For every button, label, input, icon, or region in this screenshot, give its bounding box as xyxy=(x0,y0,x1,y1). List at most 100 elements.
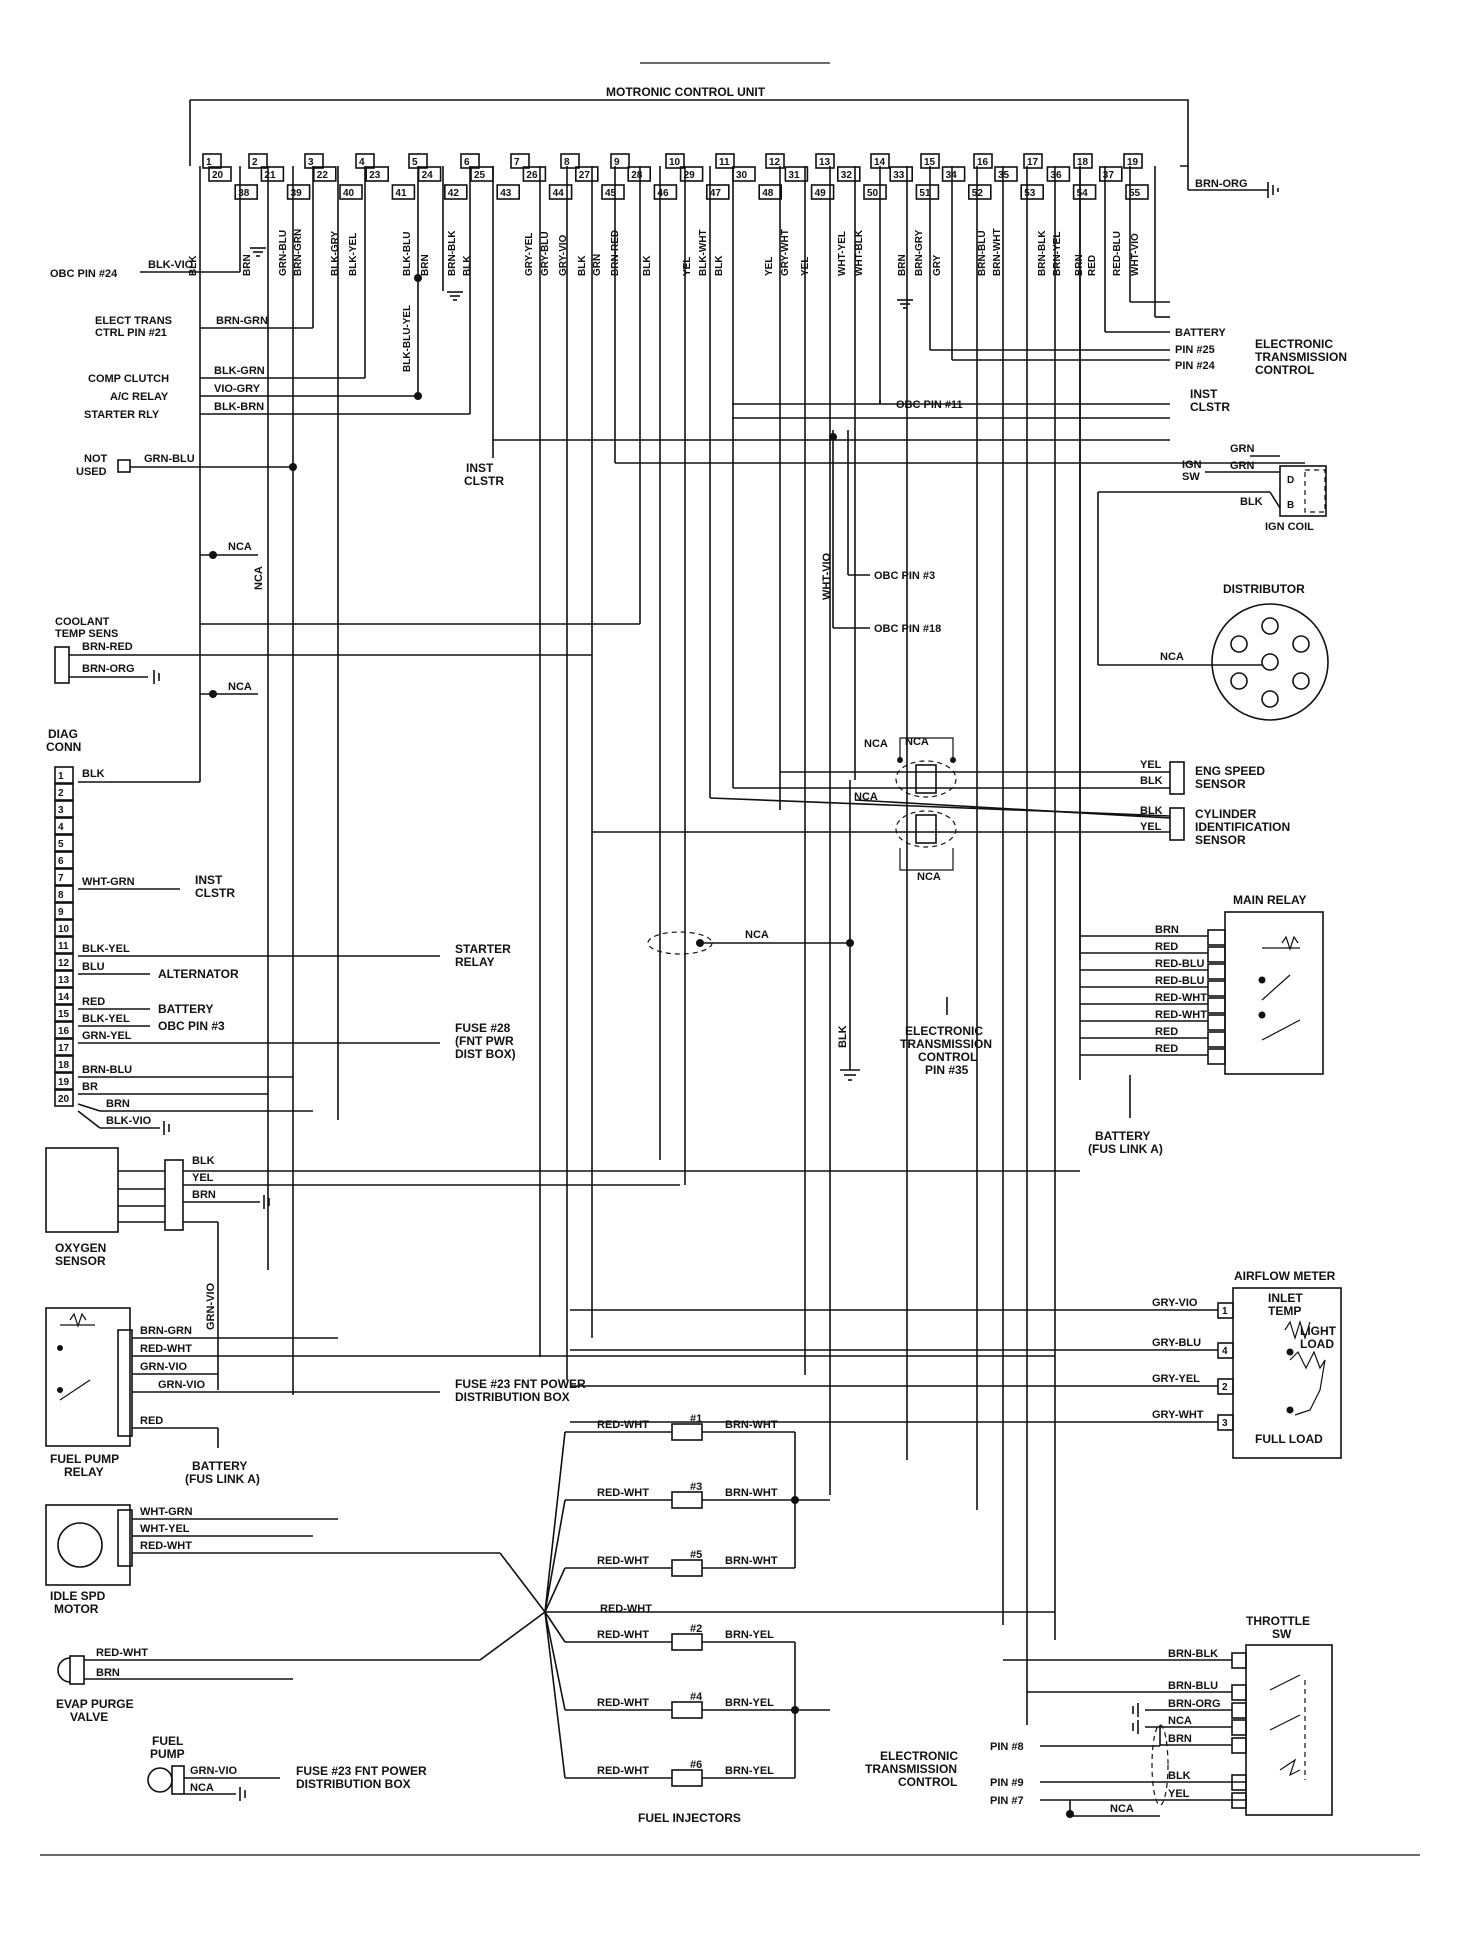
diag-pin: 3 xyxy=(54,800,74,818)
ecu-pin-number: 45 xyxy=(605,188,617,199)
ground-icon xyxy=(447,291,463,301)
ecu-pin-number: 22 xyxy=(317,170,329,181)
ecu-pin: 9 xyxy=(610,153,630,169)
ecu-pin-number: 15 xyxy=(924,157,936,168)
ecu-pin: 10 xyxy=(665,153,685,169)
ecu-pin-number: 50 xyxy=(867,188,879,199)
main-relay-wire-label: RED xyxy=(1155,1026,1178,1038)
ecu-pin-number: 47 xyxy=(710,188,722,199)
ecu-wire-color-label: GRY-BLU xyxy=(540,231,551,276)
fuel-pump-title-2: PUMP xyxy=(150,1747,185,1761)
airflow-meter: AIRFLOW METER INLET TEMP LIGHT LOAD FULL… xyxy=(570,1269,1342,1459)
ecu-pin: 46 xyxy=(653,184,678,200)
nca-label-2: NCA xyxy=(228,681,252,693)
ecu-pin: 3 xyxy=(304,153,324,169)
nca-distributor: NCA xyxy=(1160,651,1184,663)
ecu-pin-number: 4 xyxy=(359,157,365,168)
ecu-pin: 55 xyxy=(1125,184,1149,200)
ecu-wire-color-label: RED xyxy=(1087,255,1098,276)
ecu-pin-number: 12 xyxy=(769,157,781,168)
diag-pin-number: 11 xyxy=(58,941,69,952)
center-nca-label: NCA xyxy=(745,929,769,941)
ecu-pin-number: 39 xyxy=(291,188,303,199)
ecu-pin: 43 xyxy=(496,184,521,200)
ecu-pin: 11 xyxy=(715,153,735,169)
throttle-wire: BRN-BLU xyxy=(1027,1680,1247,1701)
ecu-wire-color-label: BLK-GRY xyxy=(330,230,341,276)
etc-battery-label: BATTERY xyxy=(1175,327,1226,339)
ecu-pin-number: 42 xyxy=(448,188,460,199)
ecu-pin: 14 xyxy=(870,153,890,169)
diag-pin-number: 6 xyxy=(58,856,64,867)
cyl-blk: BLK xyxy=(1140,805,1163,817)
diag-pin: 4 xyxy=(54,817,74,835)
diag-pin: 5 xyxy=(54,834,74,852)
injector-right-wire: BRN-WHT xyxy=(725,1419,778,1431)
inst-clstr-center-1: INST xyxy=(466,461,494,475)
airflow-pin-number: 4 xyxy=(1222,1346,1228,1357)
ecu-wire-color-label: BLK-WHT xyxy=(698,229,709,276)
ecu-pin-number: 38 xyxy=(238,188,250,199)
ecu-wire-color-label: YEL xyxy=(682,257,693,276)
injector-left-wire: RED-WHT xyxy=(597,1629,649,1641)
ecu-pin-number: 19 xyxy=(1127,157,1139,168)
diag-pin-number: 5 xyxy=(58,839,64,850)
ecu-pin: 25 xyxy=(470,166,494,182)
diag-dest12: ALTERNATOR xyxy=(158,967,239,981)
ecu-pin-number: 33 xyxy=(893,170,905,181)
evap-purge-valve: RED-WHT BRN EVAP PURGE VALVE xyxy=(56,1611,546,1724)
ecu-wire-color-label: BRN-GRY xyxy=(914,229,925,276)
etc35-label-4: PIN #35 xyxy=(925,1063,969,1077)
diag-w20b: BLK-VIO xyxy=(106,1115,152,1127)
evap-w1: RED-WHT xyxy=(96,1647,148,1659)
ecu-pin: 17 xyxy=(1023,153,1043,169)
diag-pin-number: 20 xyxy=(58,1094,70,1105)
oxygen-w1: BLK xyxy=(192,1155,215,1167)
diag-w18: BRN-BLU xyxy=(82,1064,132,1076)
pin19-ground: BRN-ORG xyxy=(1187,166,1279,198)
ecu-wire-color-label: BRN-YEL xyxy=(1052,232,1063,276)
ecu-pin-number: 10 xyxy=(669,157,681,168)
ecu-pin-number: 30 xyxy=(736,170,748,181)
ecu-wire-color-label: BLK xyxy=(577,255,588,276)
injector-number: #3 xyxy=(690,1481,702,1493)
diag-pin-number: 10 xyxy=(58,924,70,935)
pin19-wire-label: BRN-ORG xyxy=(1195,178,1248,190)
fpr-w5: RED xyxy=(140,1415,163,1427)
cyl-yel: YEL xyxy=(1140,821,1162,833)
diag-pin: 16 xyxy=(54,1021,74,1039)
starter-rly-wire-label: BLK-BRN xyxy=(214,401,264,413)
idle-title-2: MOTOR xyxy=(54,1602,99,1616)
main-relay-wire-label: BRN xyxy=(1155,924,1179,936)
ecu-wire-color-label: WHT-YEL xyxy=(837,231,848,276)
eng-speed-blk: BLK xyxy=(1140,775,1163,787)
ecu-pin-number: 5 xyxy=(412,157,418,168)
main-relay-wire-label: RED-BLU xyxy=(1155,958,1205,970)
airflow-inlet-2: TEMP xyxy=(1268,1304,1301,1318)
cyl-label-3: SENSOR xyxy=(1195,833,1246,847)
diag-w16: GRN-YEL xyxy=(82,1030,132,1042)
diag-pin: 14 xyxy=(54,987,74,1005)
ecu-pin: 44 xyxy=(548,184,573,200)
not-used-label-2: USED xyxy=(76,466,107,478)
oxygen-title-2: SENSOR xyxy=(55,1254,106,1268)
ecu-wire-color-label: GRN xyxy=(592,254,603,276)
ign-coil-label: IGN COIL xyxy=(1265,521,1314,533)
coolant-label-2: TEMP SENS xyxy=(55,628,118,640)
injector-right-wire: BRN-YEL xyxy=(725,1697,774,1709)
injector-right-wire: BRN-YEL xyxy=(725,1629,774,1641)
blk-wire-coil: BLK xyxy=(1240,496,1263,508)
throttle-etc-3: CONTROL xyxy=(898,1775,957,1789)
ecu-pin-number: 53 xyxy=(1024,188,1036,199)
injector-left-wire: RED-WHT xyxy=(597,1697,649,1709)
idle-title-1: IDLE SPD xyxy=(50,1589,106,1603)
diag-dest15: OBC PIN #3 xyxy=(158,1019,225,1033)
ecu-wire-color-label: BRN-BLU xyxy=(977,230,988,276)
